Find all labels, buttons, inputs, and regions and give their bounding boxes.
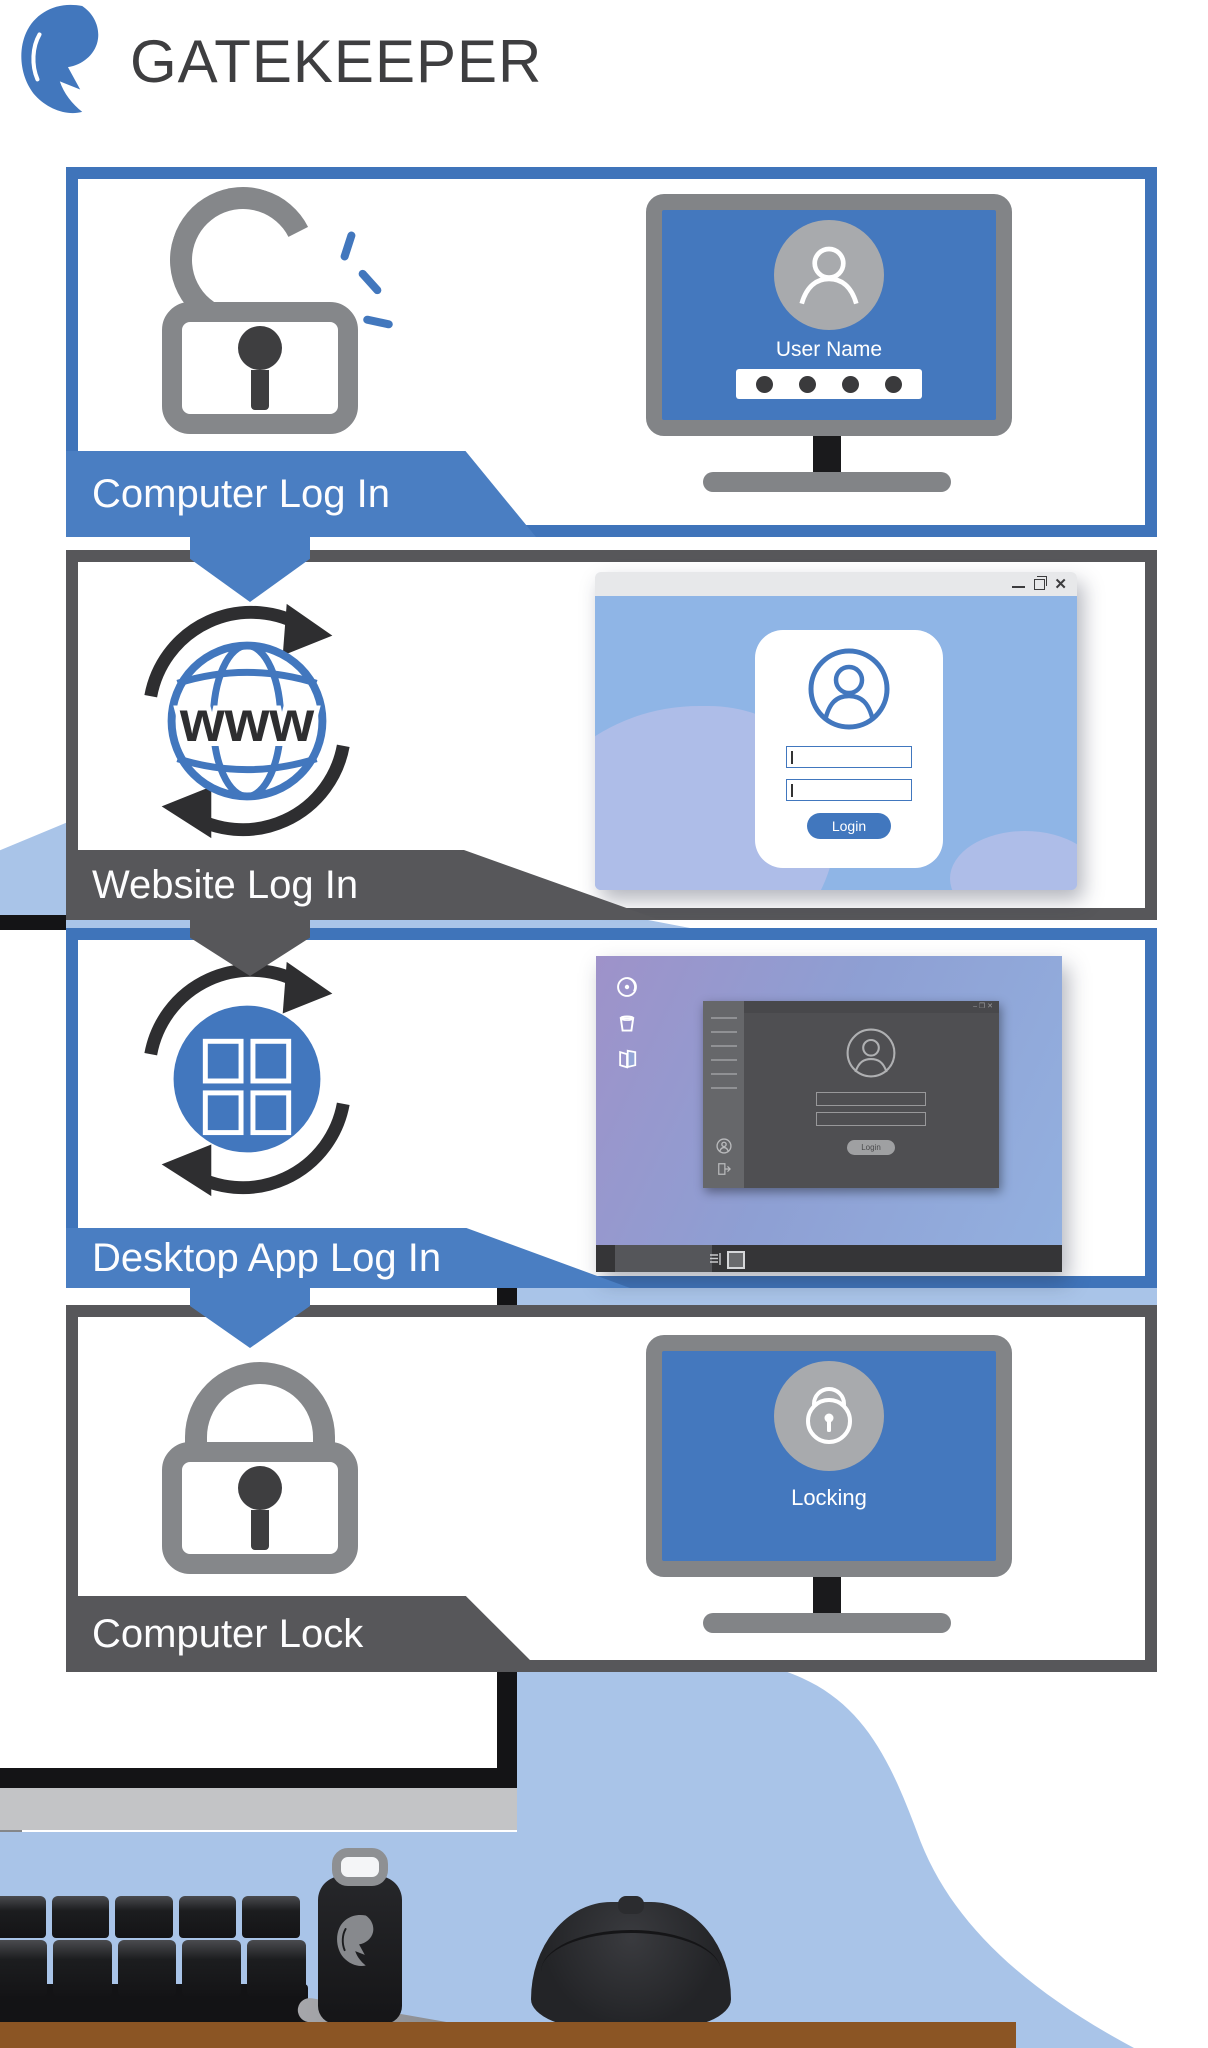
- monitor-base: [703, 472, 951, 492]
- username-input[interactable]: [786, 746, 912, 768]
- banner-computer-login: Computer Log In: [66, 451, 536, 537]
- menu-item[interactable]: [710, 1073, 737, 1075]
- monitor-base: [703, 1613, 951, 1633]
- click-spark-icon: [356, 268, 384, 296]
- login-button[interactable]: Login: [807, 813, 891, 839]
- password-dots: [756, 375, 902, 393]
- password-dot: [842, 375, 859, 393]
- monitor-stand: [813, 1577, 841, 1615]
- login-monitor: User Name: [646, 194, 1012, 436]
- gatekeeper-fob: [318, 1876, 402, 2024]
- app-sidebar: [703, 1001, 744, 1188]
- keyboard-key: [117, 1940, 177, 1996]
- browser-titlebar: ✕: [595, 572, 1077, 596]
- www-globe-sync-icon: www: [144, 603, 350, 839]
- keyboard-key: [178, 1896, 237, 1938]
- padlock-locked-icon: [162, 1442, 358, 1574]
- taskbar: [596, 1245, 1062, 1272]
- lock-badge: [774, 1361, 884, 1471]
- banner-label: Computer Log In: [92, 472, 390, 516]
- menu-item[interactable]: [710, 1017, 737, 1019]
- keyhole-icon: [251, 370, 269, 410]
- desktop-screenshot: – ❐ ✕: [596, 956, 1062, 1272]
- background-monitor-stand: [0, 1830, 22, 1900]
- padlock-unlocked-icon: [162, 302, 358, 434]
- text-cursor: [791, 750, 793, 764]
- website-login-card: Login: [755, 630, 943, 868]
- minimize-icon[interactable]: [1012, 586, 1026, 588]
- login-button[interactable]: Login: [847, 1140, 895, 1155]
- username-label: User Name: [775, 338, 883, 361]
- background-monitor-bezel: [0, 1768, 517, 1788]
- password-dot: [756, 375, 773, 393]
- user-icon: [799, 246, 859, 305]
- logout-icon[interactable]: [717, 1162, 731, 1176]
- menu-item[interactable]: [710, 1031, 737, 1033]
- www-label: www: [179, 690, 315, 754]
- monitor-stand: [813, 436, 841, 474]
- password-input[interactable]: [816, 1112, 926, 1126]
- keyboard-key: [0, 1896, 46, 1938]
- keyboard-key: [115, 1896, 173, 1938]
- keyboard-key: [182, 1940, 242, 1996]
- keyhole-icon: [238, 326, 282, 370]
- keyboard-key: [247, 1940, 306, 1996]
- desktop-icons: [616, 976, 638, 1070]
- fob-helmet-logo-icon: [337, 1914, 374, 1967]
- desk-surface: [0, 2022, 1016, 2048]
- fob-clip-ring: [332, 1848, 388, 1886]
- app-grid-sync-icon: [144, 961, 350, 1197]
- user-icon[interactable]: [715, 1138, 732, 1154]
- brand-wordmark: GATEKEEPER: [130, 28, 543, 95]
- app-titlebar: – ❐ ✕: [744, 1001, 999, 1013]
- password-input[interactable]: [786, 779, 912, 801]
- password-dot: [799, 375, 816, 393]
- keyhole-icon: [251, 1510, 269, 1550]
- banner-label: Computer Lock: [92, 1612, 364, 1656]
- close-icon[interactable]: ✕: [1054, 575, 1067, 593]
- keyboard-key: [52, 1940, 112, 1996]
- keyboard-key-row: [0, 1940, 306, 1996]
- browser-desktop-icon[interactable]: [616, 976, 638, 998]
- banner-label: Desktop App Log In: [92, 1236, 442, 1280]
- menu-item[interactable]: [710, 1059, 737, 1061]
- decorative-blob: [950, 831, 1077, 890]
- username-input[interactable]: [816, 1092, 926, 1106]
- banner-computer-lock: Computer Lock: [66, 1596, 542, 1672]
- task-view-icon[interactable]: [710, 1253, 722, 1265]
- click-spark-icon: [362, 314, 394, 330]
- taskbar-segment: [615, 1245, 712, 1272]
- browser-content: Login: [595, 596, 1077, 890]
- recycle-bin-icon[interactable]: [616, 1012, 638, 1034]
- locking-monitor: Locking: [646, 1335, 1012, 1577]
- folder-icon[interactable]: [616, 1048, 638, 1070]
- active-app-icon[interactable]: [727, 1251, 745, 1269]
- background-monitor-chin: [0, 1788, 517, 1830]
- password-field[interactable]: [736, 369, 922, 399]
- keyhole-icon: [238, 1466, 282, 1510]
- menu-item[interactable]: [710, 1045, 737, 1047]
- user-avatar: [774, 220, 884, 330]
- gatekeeper-helmet-logo-icon: [21, 4, 99, 114]
- keyboard-key: [242, 1896, 300, 1938]
- background-monitor-bezel: [0, 915, 66, 930]
- mouse-button-nub: [618, 1896, 644, 1914]
- gatekeeper-app-window: – ❐ ✕: [703, 1001, 999, 1188]
- browser-window: ✕ Login: [595, 572, 1077, 890]
- click-spark-icon: [339, 230, 357, 262]
- keyboard-key: [51, 1896, 110, 1938]
- password-dot: [885, 375, 902, 393]
- account-icon: [808, 648, 890, 730]
- menu-item[interactable]: [710, 1087, 737, 1089]
- text-cursor: [791, 783, 793, 797]
- banner-label: Website Log In: [92, 863, 359, 907]
- locking-status-label: Locking: [791, 1485, 867, 1510]
- background-blob-wedge: [0, 822, 68, 905]
- restore-icon[interactable]: [1034, 575, 1048, 590]
- user-icon: [846, 1028, 896, 1078]
- keyboard-key: [0, 1940, 47, 1996]
- background-blob-band: [517, 1286, 1157, 1306]
- circle-lock-icon: [806, 1387, 852, 1444]
- keyboard-key-row: [0, 1896, 300, 1938]
